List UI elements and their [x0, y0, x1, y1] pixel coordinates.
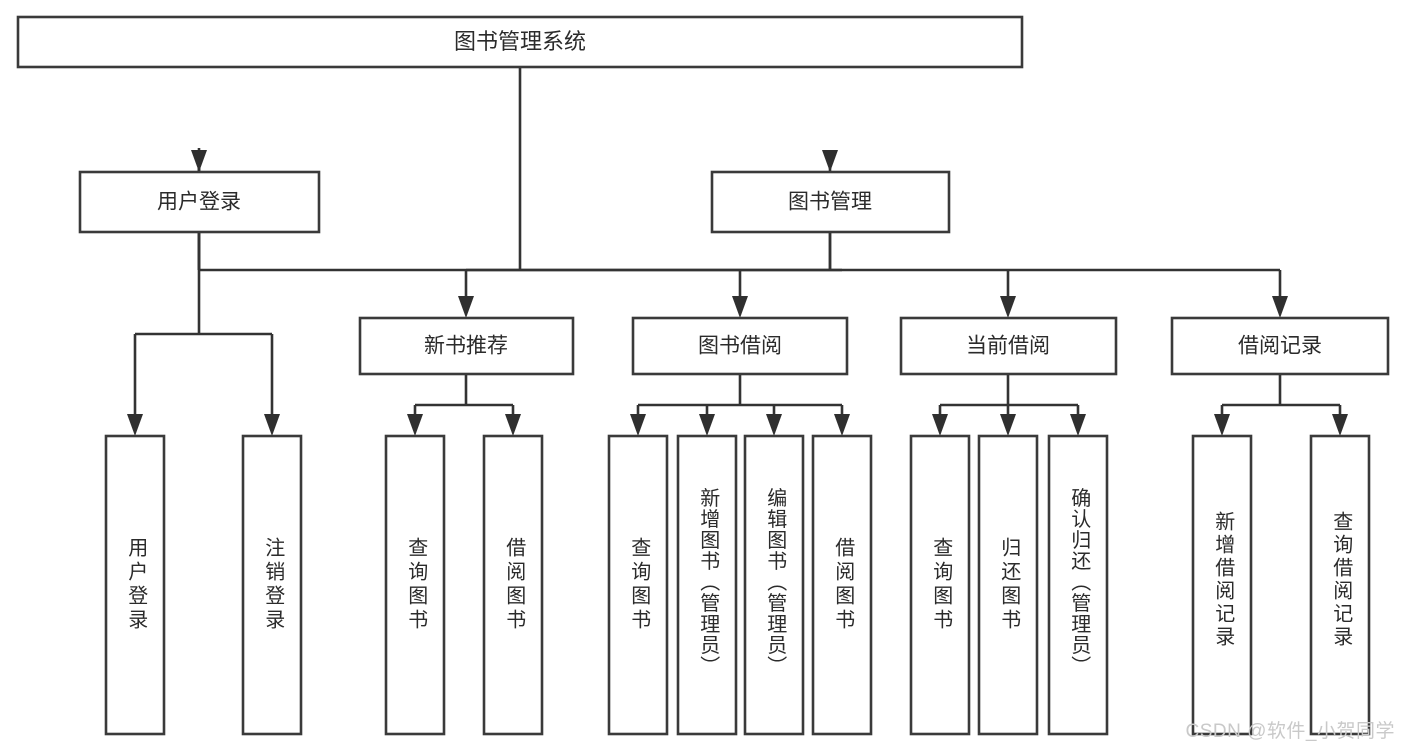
leaf-user-login-2-box[interactable]	[241, 434, 303, 736]
node-new-book-recommend-label: 新书推荐	[424, 335, 508, 358]
leaf-user-login-2-label: 注销登录	[262, 537, 285, 633]
node-borrow-record-box[interactable]	[1170, 316, 1390, 376]
arrow-level2-1-icon	[458, 296, 474, 318]
node-user-login[interactable]: 用户登录	[78, 170, 321, 234]
node-book-borrow-label: 图书借阅	[698, 335, 782, 358]
node-user-login-box[interactable]	[78, 170, 321, 234]
connector-group-record	[1214, 374, 1348, 436]
node-root-box[interactable]	[16, 15, 1024, 69]
arrow-userlogin-1-icon	[127, 414, 143, 436]
arrow-newbook-1-icon	[407, 414, 423, 436]
node-borrow-record-label: 借阅记录	[1238, 335, 1322, 358]
arrow-level2-4-icon	[1272, 296, 1288, 318]
connector-group-borrow	[630, 374, 850, 436]
leaf-current-borrow-3-label: 确认归还（管理员）	[1068, 487, 1091, 676]
connector-group-userlogin	[127, 232, 280, 436]
csdn-watermark: CSDN @软件_小贺同学	[1185, 721, 1395, 742]
arrow-bookmgmt-icon	[822, 150, 838, 172]
leaf-book-borrow-2-box[interactable]	[676, 434, 738, 736]
arrow-current-2-icon	[1000, 414, 1016, 436]
leaf-borrow-record-2-label: 查询借阅记录	[1330, 511, 1353, 649]
leaf-book-borrow-4-box[interactable]	[811, 434, 873, 736]
node-current-borrow-label: 当前借阅	[966, 335, 1050, 358]
leaf-book-borrow-3-label: 编辑图书（管理员）	[764, 487, 787, 676]
leaf-book-borrow-3[interactable]: 编辑图书（管理员）	[743, 434, 805, 736]
connector-group-current	[932, 374, 1086, 436]
arrow-borrow-1-icon	[630, 414, 646, 436]
node-current-borrow[interactable]: 当前借阅	[899, 316, 1118, 376]
arrow-borrow-2-icon	[699, 414, 715, 436]
leaf-book-borrow-1-box[interactable]	[607, 434, 669, 736]
node-root-label: 图书管理系统	[454, 29, 586, 54]
leaf-user-login-1-box[interactable]	[104, 434, 166, 736]
leaf-current-borrow-2-box[interactable]	[977, 434, 1039, 736]
leaf-user-login-2[interactable]: 注销登录	[241, 434, 303, 736]
node-new-book-recommend[interactable]: 新书推荐	[358, 316, 575, 376]
arrow-level2-3-icon	[1000, 296, 1016, 318]
arrow-record-2-icon	[1332, 414, 1348, 436]
node-book-management[interactable]: 图书管理	[710, 170, 951, 234]
arrow-borrow-3-icon	[766, 414, 782, 436]
leaf-borrow-record-1-label: 新增借阅记录	[1212, 511, 1235, 649]
arrow-current-1-icon	[932, 414, 948, 436]
arrow-userlogin-2-icon	[264, 414, 280, 436]
leaf-new-book-2-label: 借阅图书	[503, 537, 526, 633]
node-book-borrow-box[interactable]	[631, 316, 849, 376]
leaf-book-borrow-4-label: 借阅图书	[832, 537, 855, 633]
leaf-current-borrow-3-box[interactable]	[1047, 434, 1109, 736]
arrow-borrow-4-icon	[834, 414, 850, 436]
leaf-new-book-1-box[interactable]	[384, 434, 446, 736]
leaf-current-borrow-2-label: 归还图书	[998, 537, 1021, 633]
leaf-user-login-1-label: 用户登录	[125, 537, 148, 633]
node-new-book-recommend-box[interactable]	[358, 316, 575, 376]
leaf-current-borrow-1-label: 查询图书	[930, 537, 953, 633]
leaf-current-borrow-2[interactable]: 归还图书	[977, 434, 1039, 736]
leaf-book-borrow-2[interactable]: 新增图书（管理员）	[676, 434, 738, 736]
arrow-newbook-2-icon	[505, 414, 521, 436]
leaf-borrow-record-1[interactable]: 新增借阅记录	[1191, 434, 1253, 736]
node-book-management-label: 图书管理	[788, 191, 872, 214]
leaf-book-borrow-1-label: 查询图书	[628, 537, 651, 633]
leaf-book-borrow-4[interactable]: 借阅图书	[811, 434, 873, 736]
arrow-level2-2-icon	[732, 296, 748, 318]
leaf-current-borrow-1[interactable]: 查询图书	[909, 434, 971, 736]
connector-group-bookmgmt	[458, 232, 1288, 318]
node-root[interactable]: 图书管理系统	[16, 15, 1024, 69]
node-user-login-label: 用户登录	[157, 191, 241, 214]
leaf-borrow-record-1-box[interactable]	[1191, 434, 1253, 736]
leaf-new-book-2-box[interactable]	[482, 434, 544, 736]
connector-group-root	[191, 67, 842, 272]
arrow-current-3-icon	[1070, 414, 1086, 436]
leaf-borrow-record-2-box[interactable]	[1309, 434, 1371, 736]
leaf-current-borrow-1-box[interactable]	[909, 434, 971, 736]
connector-group-newbook	[407, 374, 521, 436]
leaf-user-login-1[interactable]: 用户登录	[104, 434, 166, 736]
leaf-current-borrow-3[interactable]: 确认归还（管理员）	[1047, 434, 1109, 736]
arrow-login-icon	[191, 150, 207, 172]
node-book-borrow[interactable]: 图书借阅	[631, 316, 849, 376]
node-borrow-record[interactable]: 借阅记录	[1170, 316, 1390, 376]
leaf-borrow-record-2[interactable]: 查询借阅记录	[1309, 434, 1371, 736]
leaf-new-book-1[interactable]: 查询图书	[384, 434, 446, 736]
leaf-book-borrow-3-box[interactable]	[743, 434, 805, 736]
node-current-borrow-box[interactable]	[899, 316, 1118, 376]
leaf-new-book-2[interactable]: 借阅图书	[482, 434, 544, 736]
node-book-management-box[interactable]	[710, 170, 951, 234]
leaf-new-book-1-label: 查询图书	[405, 537, 428, 633]
leaf-book-borrow-2-label: 新增图书（管理员）	[697, 487, 720, 676]
arrow-record-1-icon	[1214, 414, 1230, 436]
leaf-book-borrow-1[interactable]: 查询图书	[607, 434, 669, 736]
